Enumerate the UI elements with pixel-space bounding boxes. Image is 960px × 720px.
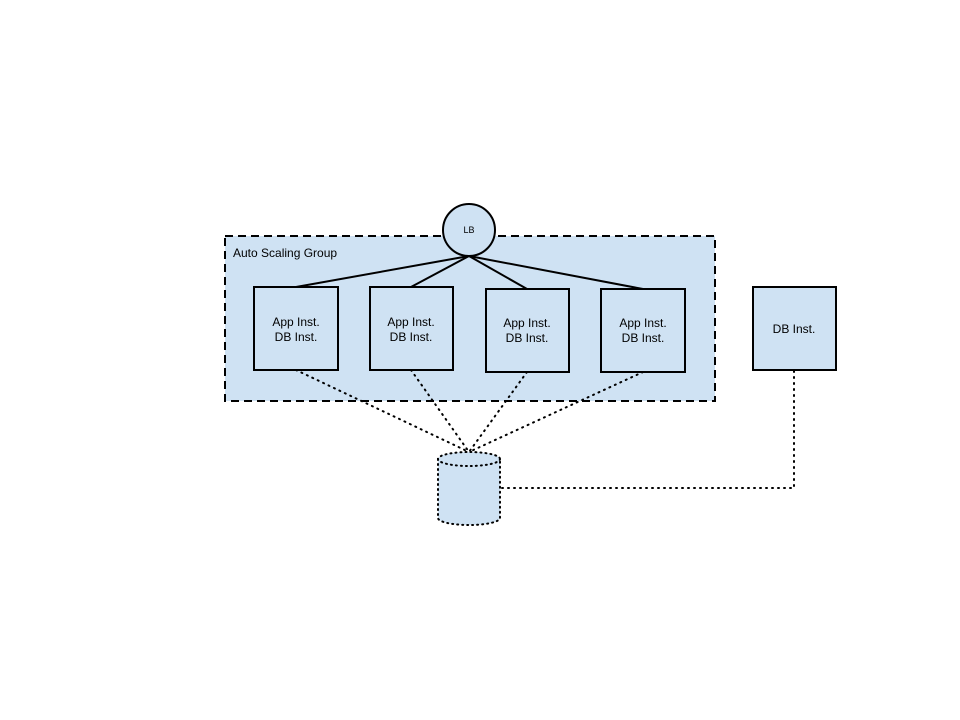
- load-balancer: LB: [442, 203, 496, 257]
- load-balancer-label: LB: [463, 225, 474, 235]
- storage-connector-2: [410, 369, 470, 453]
- instance-3-line1: App Inst.: [503, 316, 550, 330]
- instance-4-line1: App Inst.: [619, 316, 666, 330]
- storage-connector-4: [468, 371, 644, 453]
- lb-connector-1: [295, 255, 470, 288]
- storage-connector-standalone-db: [501, 370, 795, 489]
- instance-2-line2: DB Inst.: [390, 330, 433, 344]
- auto-scaling-group-label: Auto Scaling Group: [233, 246, 337, 260]
- instance-box-1: App Inst. DB Inst.: [253, 286, 339, 371]
- storage-connector-3: [468, 371, 528, 453]
- instance-3-line2: DB Inst.: [506, 331, 549, 345]
- instance-1-line2: DB Inst.: [275, 330, 318, 344]
- storage-connectors: [295, 369, 795, 489]
- lb-connector-2: [410, 255, 470, 288]
- lb-connector-4: [468, 255, 644, 290]
- instance-box-3: App Inst. DB Inst.: [485, 288, 570, 373]
- shared-storage-cylinder: [437, 451, 501, 526]
- instance-box-4: App Inst. DB Inst.: [600, 288, 686, 373]
- lb-connectors: [295, 255, 644, 290]
- instance-4-line2: DB Inst.: [622, 331, 665, 345]
- instance-2-line1: App Inst.: [387, 315, 434, 329]
- storage-connector-1: [295, 369, 470, 453]
- lb-connector-3: [468, 255, 528, 290]
- standalone-db-label: DB Inst.: [773, 322, 816, 336]
- instance-box-2: App Inst. DB Inst.: [369, 286, 454, 371]
- instance-1-line1: App Inst.: [272, 315, 319, 329]
- standalone-db-box: DB Inst.: [752, 286, 837, 371]
